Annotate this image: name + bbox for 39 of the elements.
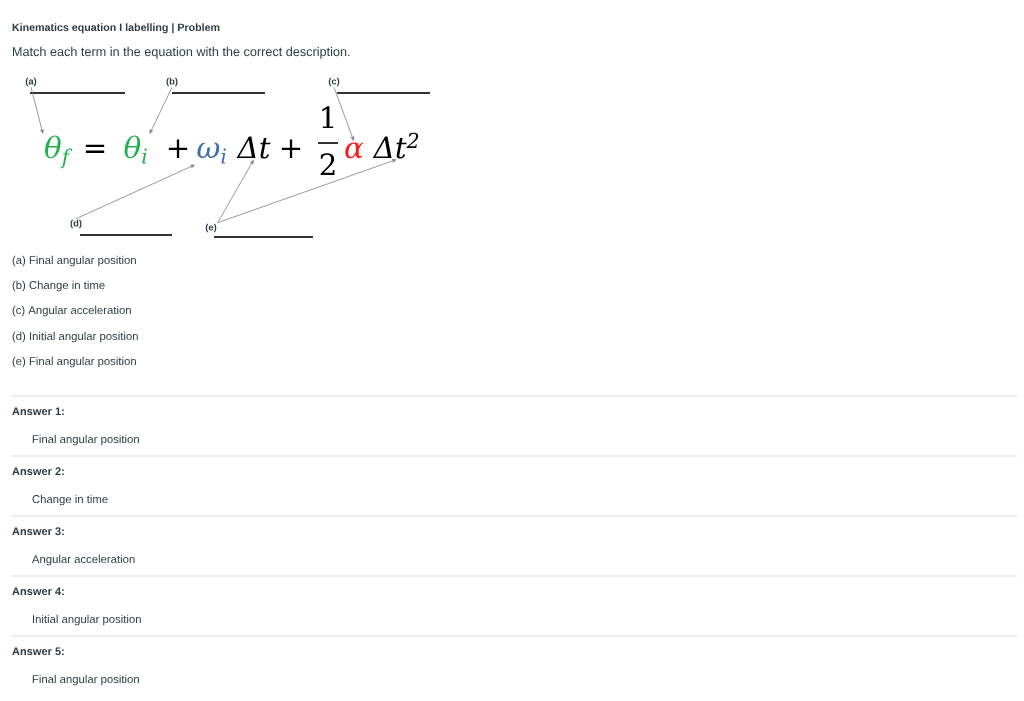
leader-arrow — [217, 159, 397, 224]
equation-term: α — [345, 142, 364, 159]
description-item: (e) Final angular position — [12, 356, 136, 368]
answer-text: Change in time — [32, 494, 108, 506]
answer-heading: Answer 4: — [12, 587, 64, 596]
answer-heading: Answer 5: — [12, 647, 64, 656]
math-operator: = — [85, 144, 105, 153]
description-item: (d) Initial angular position — [12, 331, 138, 343]
answer-text: Final angular position — [32, 434, 139, 446]
blank-label: (c) — [328, 77, 340, 87]
blank-label: (e) — [205, 223, 217, 233]
answer-text: Initial angular position — [33, 614, 141, 626]
blank-label: (b) — [166, 77, 178, 87]
answer-heading: Answer 1: — [12, 407, 64, 416]
description-item: (b) Change in time — [12, 280, 105, 292]
fraction-digit: 2 — [320, 153, 335, 175]
math-operator: + — [281, 139, 301, 158]
leader-arrow — [30, 86, 44, 134]
answer-heading: Answer 3: — [12, 527, 64, 536]
equation-term: θ$_{f}$ — [45, 135, 73, 169]
description-item: (a) Final angular position — [12, 255, 136, 267]
equation-term: Δt$^{2}$ — [372, 132, 419, 159]
instruction-text: Match each term in the equation with the correct description. — [13, 46, 350, 59]
leader-arrow — [217, 159, 254, 224]
leader-arrow — [75, 164, 195, 220]
leader-arrow — [333, 86, 355, 141]
answer-text: Angular acceleration — [31, 554, 135, 566]
equation-term: Δt — [236, 136, 271, 159]
leader-arrow — [149, 86, 173, 134]
math-operator: + — [168, 139, 188, 158]
blank-label: (d) — [70, 219, 82, 229]
description-item: (c) Angular acceleration — [12, 305, 131, 317]
answer-text: Final angular position — [32, 674, 139, 686]
title: Kinematics equation I labelling | Problem — [12, 23, 220, 34]
fraction-digit: 1 — [322, 106, 334, 128]
answer-heading: Answer 2: — [12, 467, 64, 476]
equation-term: θ$_{i}$ — [124, 135, 147, 164]
blank-label: (a) — [25, 77, 37, 87]
equation-term: ω$_{i}$ — [197, 142, 226, 164]
